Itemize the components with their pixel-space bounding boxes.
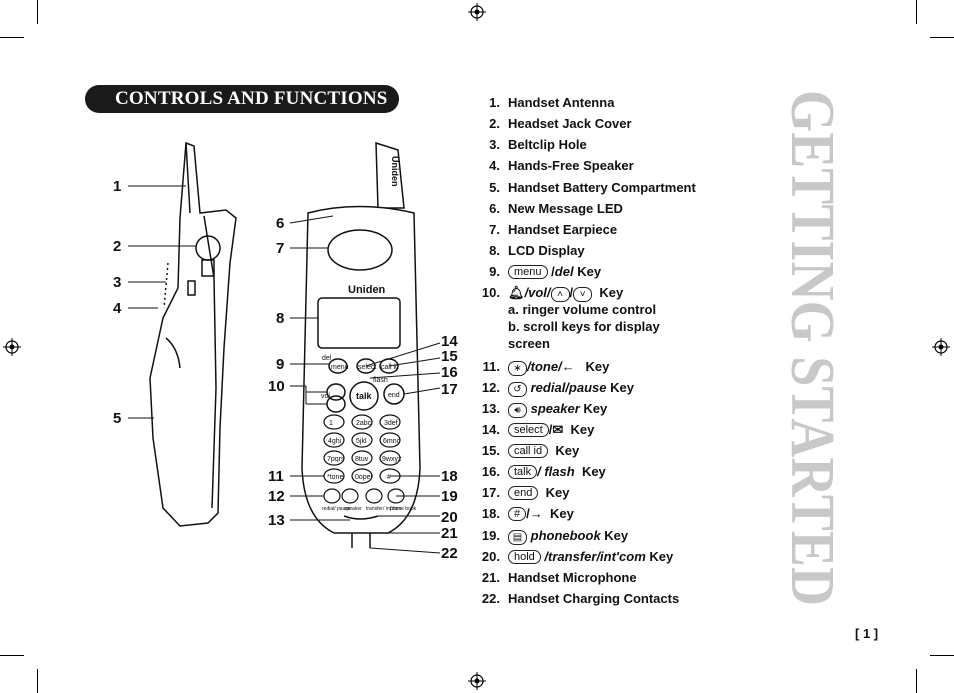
keypad-key-8: 8tuv: [355, 456, 369, 463]
keypad-key-2: 2abc: [356, 420, 372, 427]
leader-lines: [128, 185, 441, 554]
keypad-key-hash: #: [387, 474, 391, 481]
antenna-brand: Uniden: [390, 156, 400, 187]
callout-1: 1: [113, 178, 121, 195]
crop-mark: [0, 655, 24, 656]
select-key-label: select: [358, 364, 376, 371]
speaker-key-label: speaker: [344, 506, 362, 512]
crop-mark: [37, 0, 38, 24]
hash-key-icon: #: [508, 507, 527, 521]
callout-17: 17: [441, 381, 458, 398]
registration-mark-icon: [932, 338, 950, 356]
keypad-key-1: 1: [329, 420, 333, 427]
key-labels: menu select call id del vol talk flash e…: [321, 355, 417, 512]
menu-key-label: menu: [331, 364, 349, 371]
callout-10: 10: [268, 378, 285, 395]
scroll-up-icon: ˄: [550, 287, 570, 302]
crop-mark: [37, 669, 38, 693]
callout-5: 5: [113, 410, 121, 427]
talk-key-label: talk: [356, 391, 373, 401]
right-arrow-icon: →: [529, 506, 543, 521]
callout-14: 14: [441, 333, 458, 350]
keypad-key-7: 7pqrs: [327, 456, 345, 463]
registration-mark-icon: [468, 672, 486, 690]
keypad-key-9: 9wxyz: [382, 456, 402, 463]
star-key-icon: ∗: [508, 361, 527, 376]
vol-key-label: vol: [321, 393, 330, 400]
hold-key-icon: hold: [508, 550, 541, 564]
callout-22: 22: [441, 545, 458, 562]
talk-key-icon: talk: [508, 465, 538, 479]
front-brand: Uniden: [348, 284, 386, 296]
callout-21: 21: [441, 525, 458, 542]
section-title: CONTROLS AND FUNCTIONS: [85, 85, 399, 113]
callout-18: 18: [441, 468, 458, 485]
keypad-key-3: 3def: [384, 420, 398, 427]
side-title: GETTING STARTED: [778, 90, 846, 606]
callid-key-icon: call id: [508, 444, 549, 458]
handset-front-view: Uniden Uniden: [301, 141, 421, 548]
registration-mark-icon: [468, 3, 486, 21]
callout-11: 11: [268, 468, 284, 485]
handset-diagram: Uniden Uniden menu select call id del vo…: [113, 141, 458, 562]
keypad-key-0: 0oper: [355, 474, 374, 481]
registration-mark-icon: [3, 338, 21, 356]
callout-2: 2: [113, 238, 121, 255]
callout-9: 9: [276, 356, 284, 373]
del-key-label: del: [322, 355, 332, 362]
end-key-label: end: [388, 392, 400, 399]
keypad-key-5: 5jkl: [356, 438, 367, 445]
redial-icon: ↺: [508, 382, 527, 397]
scroll-down-icon: ˅: [573, 287, 593, 302]
callout-4: 4: [113, 300, 122, 317]
crop-mark: [916, 0, 917, 24]
crop-mark: [930, 655, 954, 656]
keypad-key-4: 4ghi: [328, 438, 342, 445]
keypad-key-6: 6mno: [383, 438, 401, 445]
callout-16: 16: [441, 364, 458, 381]
envelope-icon: ✉︎: [552, 422, 564, 437]
callout-15: 15: [441, 348, 458, 365]
menu-key-icon: menu: [508, 265, 548, 279]
callout-3: 3: [113, 274, 121, 291]
callout-6: 6: [276, 215, 284, 232]
redial-key-label: redial/ pause: [322, 506, 351, 512]
handset-side-view: [149, 141, 237, 527]
callout-19: 19: [441, 488, 458, 505]
page-number: [ 1 ]: [855, 626, 879, 641]
keypad-key-star: *tone: [327, 474, 343, 481]
crop-mark: [930, 37, 954, 38]
callout-20: 20: [441, 509, 458, 526]
transfer-key-label: transfer/ int'com: [366, 506, 401, 512]
callout-13: 13: [268, 512, 285, 529]
crop-mark: [916, 669, 917, 693]
crop-mark: [0, 37, 24, 38]
side-title-text: GETTING STARTED: [778, 90, 846, 606]
bell-icon: 🔔︎: [508, 285, 525, 300]
end-key-icon: end: [508, 486, 539, 500]
callout-12: 12: [268, 488, 285, 505]
callout-8: 8: [276, 310, 284, 327]
callid-key-label: call id: [381, 364, 399, 371]
left-arrow-icon: ←: [561, 359, 575, 374]
flash-key-label: flash: [373, 377, 388, 384]
callout-7: 7: [276, 240, 284, 257]
speaker-icon: 🔊︎: [508, 403, 527, 418]
phonebook-key-label: phone book: [390, 506, 417, 512]
phonebook-icon: ▤: [508, 530, 527, 545]
select-key-icon: select: [508, 423, 549, 437]
